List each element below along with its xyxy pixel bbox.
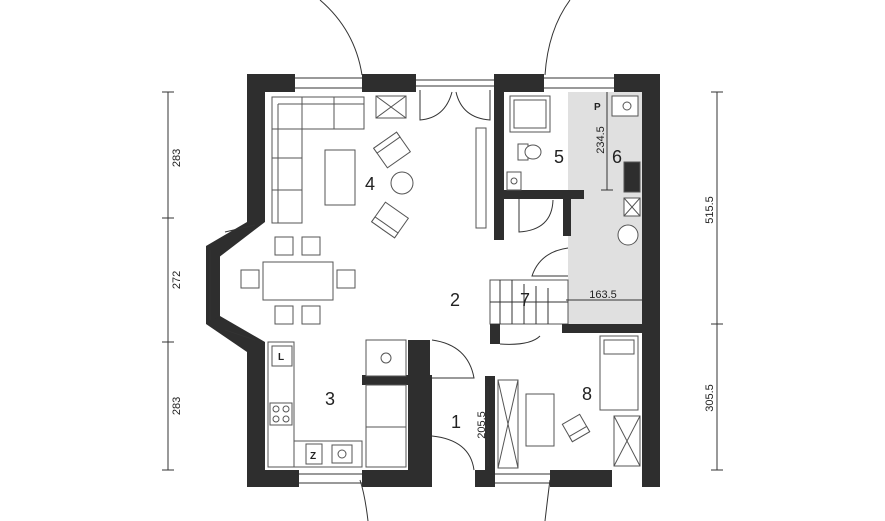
armchair-top (372, 131, 412, 169)
dim-right-top: 515.5 (704, 196, 716, 224)
dim-left-bottom: 283 (171, 397, 183, 415)
room-number-2: 2 (450, 290, 460, 310)
dining-set (240, 236, 356, 325)
laundry-label: L (278, 352, 284, 363)
sink-label: Z (310, 451, 316, 462)
bathroom-fixtures (506, 95, 551, 191)
kitchen (267, 339, 407, 468)
dim-pantry-width: 163.5 (589, 289, 617, 301)
armchair-bottom (370, 201, 410, 239)
dim-left-middle: 272 (171, 271, 183, 289)
dim-right-bottom: 305.5 (704, 384, 716, 412)
side-table (390, 171, 414, 195)
room-number-7: 7 (520, 290, 530, 310)
coffee-table (324, 149, 356, 206)
pantry-label: P (594, 102, 601, 113)
dim-left-top: 283 (171, 149, 183, 167)
dimension-lines (162, 91, 723, 471)
tv-unit (475, 127, 487, 229)
room-number-3: 3 (325, 389, 335, 409)
room-number-5: 5 (554, 147, 564, 167)
bathroom-door-swing (518, 199, 554, 233)
dim-pantry-height: 234.5 (595, 126, 607, 154)
windows (209, 77, 614, 484)
room-number-4: 4 (365, 174, 375, 194)
room-number-6: 6 (612, 147, 622, 167)
door-swings (431, 335, 541, 471)
pantry-door-swing (531, 247, 569, 277)
terrace-door (416, 79, 494, 121)
bedroom-furniture (497, 335, 641, 469)
corner-sofa (271, 96, 365, 224)
room-number-8: 8 (582, 384, 592, 404)
pantry-fixtures (611, 95, 641, 246)
walls (206, 74, 660, 487)
dim-hall-width: 205.5 (476, 411, 488, 439)
bedroom-chair (561, 413, 591, 443)
room-number-1: 1 (451, 412, 461, 432)
